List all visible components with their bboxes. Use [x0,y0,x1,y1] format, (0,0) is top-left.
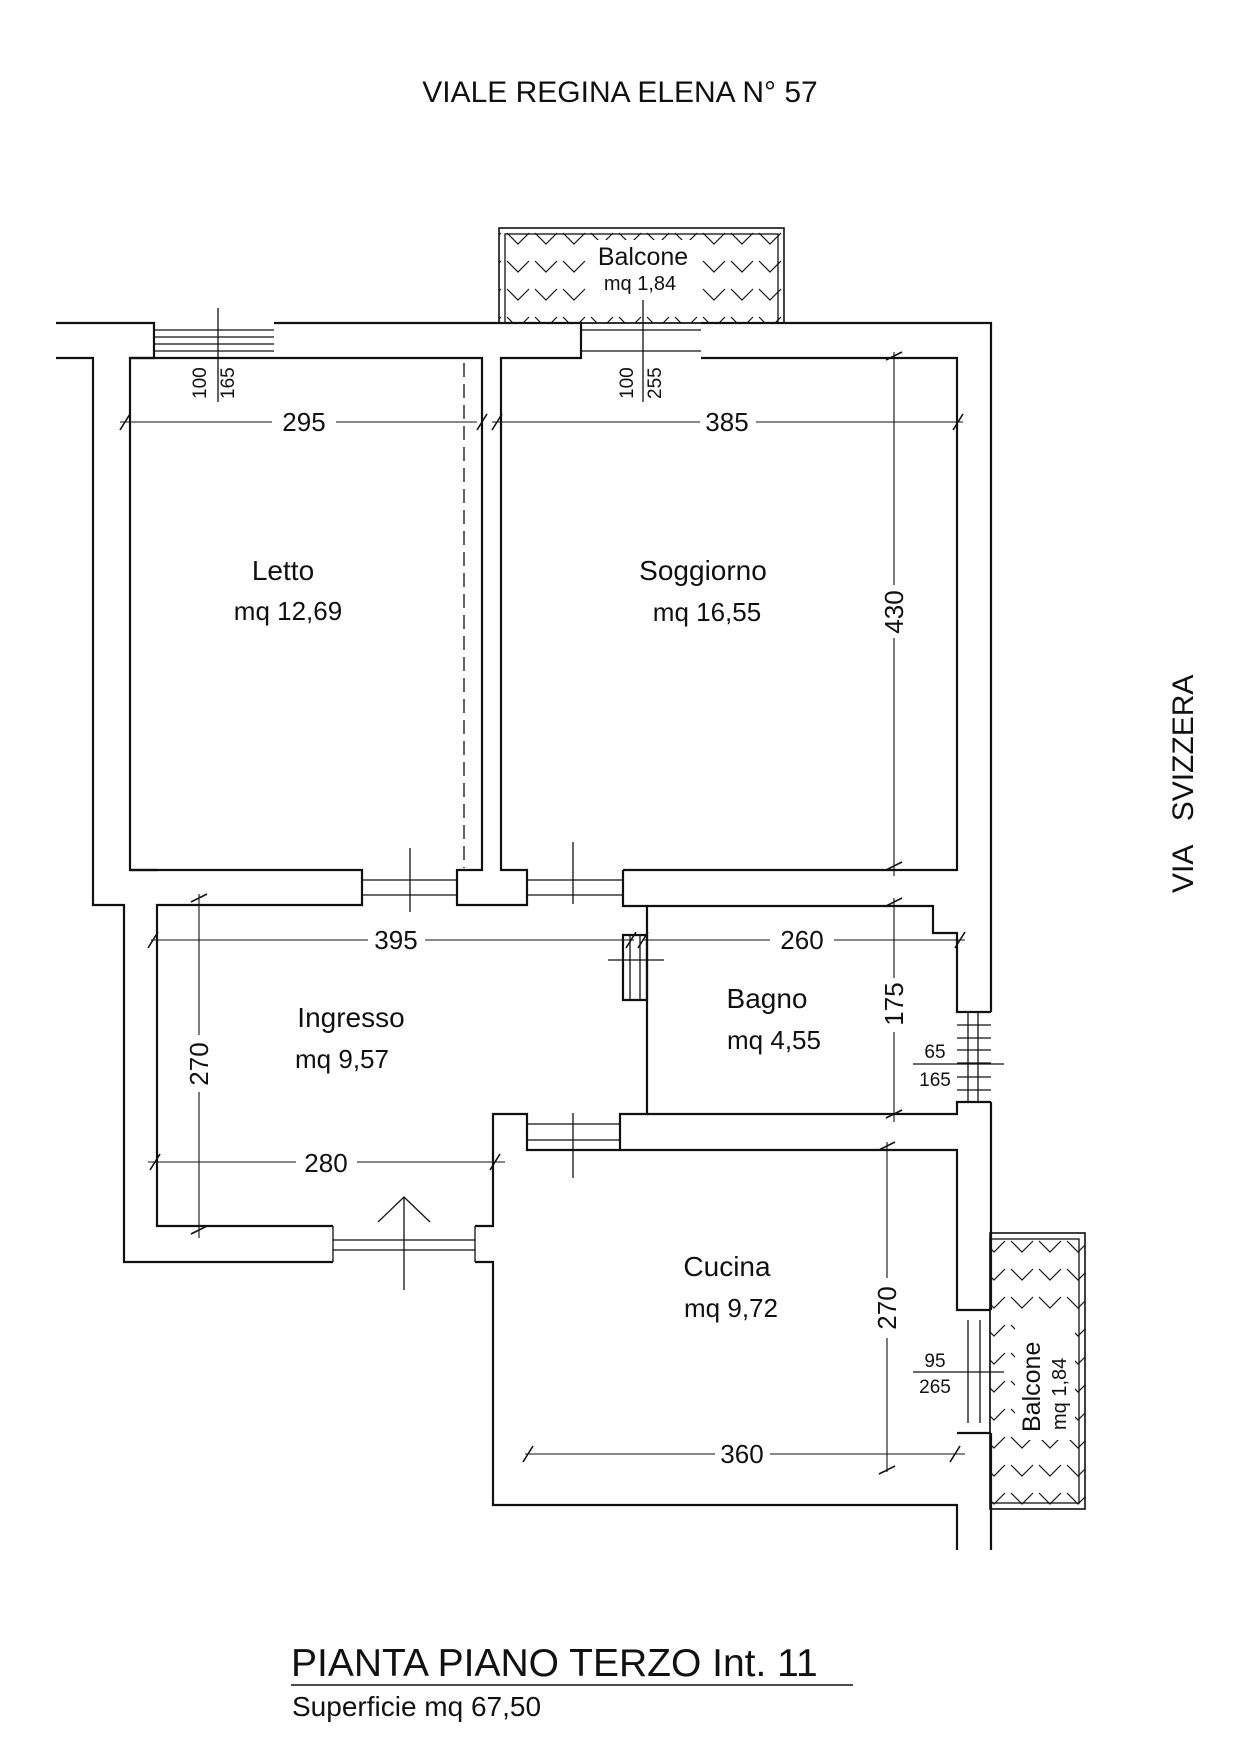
room-soggiorno: Soggiorno mq 16,55 [639,555,767,627]
room-bagno-name: Bagno [727,983,808,1014]
window-letto-top: 100 [190,367,211,399]
window-cucina-bottom: 265 [919,1377,951,1398]
door-cucina [527,1113,620,1178]
dim-soggiorno-depth-label: 430 [879,590,909,633]
window-soggiorno-bottom: 255 [645,367,666,399]
window-cucina: 95 265 [913,1320,1004,1423]
door-bagno [608,936,664,999]
dim-bagno-width: 260 [637,925,966,955]
room-cucina-name: Cucina [683,1251,771,1282]
dim-cucina-width-label: 360 [720,1439,763,1469]
dim-ingresso-bottom-width-label: 280 [304,1148,347,1178]
balcony-north-label: Balcone [598,243,688,271]
door-entrance [332,1196,476,1290]
room-ingresso-area: mq 9,57 [295,1044,389,1074]
dim-bagno-depth: 175 [879,897,909,1122]
balcony-east-label: Balcone [1018,1342,1046,1432]
dim-ingresso-width-label: 395 [374,925,417,955]
window-bagno: 65 165 [913,1012,1004,1102]
dim-ingresso-depth: 270 [184,893,214,1238]
plan-subtitle: Superficie mq 67,50 [292,1691,541,1722]
room-bagno-area: mq 4,55 [727,1025,821,1055]
room-letto: Letto mq 12,69 [234,555,342,626]
room-soggiorno-name: Soggiorno [639,555,767,586]
interior-walls [130,356,991,1435]
window-bagno-top: 65 [924,1042,945,1063]
dim-bagno-width-label: 260 [780,925,823,955]
title-block: PIANTA PIANO TERZO Int. 11 Superficie mq… [291,1642,853,1722]
door-letto [362,848,457,912]
dim-ingresso-width: 395 [147,925,637,955]
dim-ingresso-depth-label: 270 [184,1042,214,1085]
dim-cucina-depth: 270 [872,1141,902,1475]
dim-soggiorno-depth: 430 [879,351,909,876]
street-label-east: VIA SVIZZERA [1167,675,1200,893]
room-letto-name: Letto [252,555,314,586]
dim-ingresso-bottom-width: 280 [148,1148,505,1178]
window-soggiorno: 100 255 [581,300,701,402]
room-cucina: Cucina mq 9,72 [683,1251,778,1323]
room-letto-area: mq 12,69 [234,596,342,626]
outer-walls [56,321,993,1550]
room-soggiorno-area: mq 16,55 [653,597,761,627]
window-cucina-top: 95 [924,1351,945,1372]
dim-cucina-depth-label: 270 [872,1286,902,1329]
dim-soggiorno-width: 385 [491,407,964,437]
street-label-north: VIALE REGINA ELENA N° 57 [422,76,818,109]
window-letto: 100 165 [154,308,274,402]
dim-soggiorno-width-label: 385 [705,407,748,437]
plan-title: PIANTA PIANO TERZO Int. 11 [291,1642,818,1685]
room-bagno: Bagno mq 4,55 [727,983,821,1055]
room-ingresso-name: Ingresso [297,1002,404,1033]
room-ingresso: Ingresso mq 9,57 [295,1002,405,1074]
balcony-east: Balcone mq 1,84 [989,1232,1086,1510]
dim-letto-width: 295 [119,407,488,437]
door-soggiorno [527,842,623,904]
balcony-north-area: mq 1,84 [604,273,676,295]
dim-bagno-depth-label: 175 [879,982,909,1025]
window-bagno-bottom: 165 [919,1070,951,1091]
balcony-north: Balcone mq 1,84 [498,227,785,324]
window-soggiorno-top: 100 [617,367,638,399]
balcony-east-area: mq 1,84 [1049,1358,1071,1430]
room-cucina-area: mq 9,72 [684,1293,778,1323]
window-letto-bottom: 165 [218,367,239,399]
dim-cucina-width: 360 [522,1439,965,1469]
dim-letto-width-label: 295 [282,407,325,437]
